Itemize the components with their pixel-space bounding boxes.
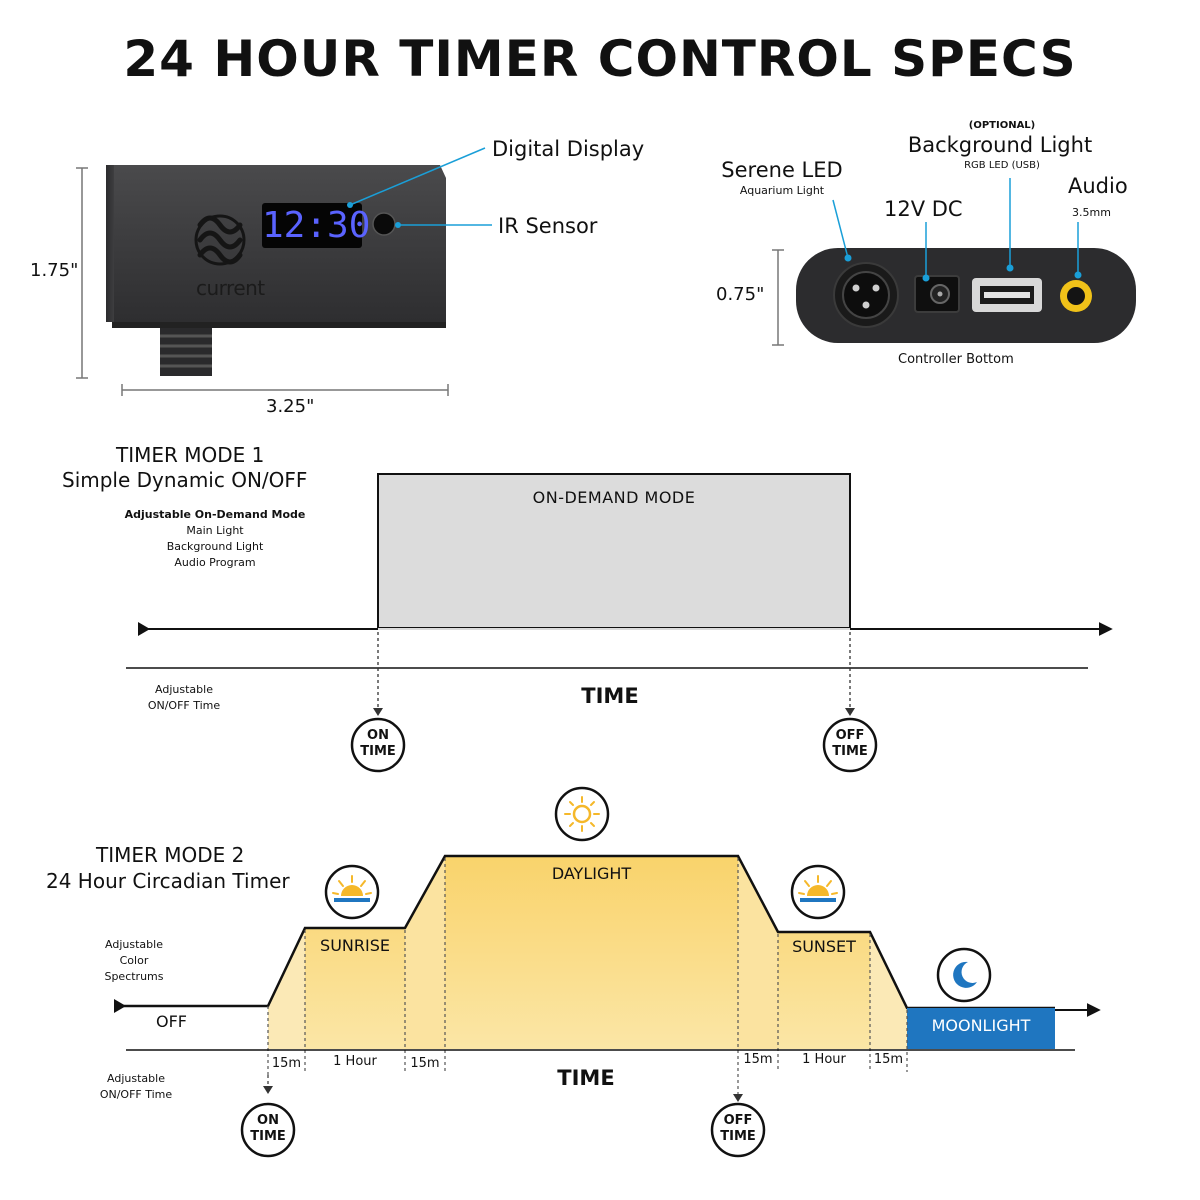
timer-device (76, 147, 492, 396)
mode2-off-time-marker (710, 1102, 766, 1158)
sunrise-label: SUNRISE (320, 936, 390, 955)
moon-icon (936, 947, 992, 1003)
mode2-on-time-text-2: TIME (250, 1129, 286, 1144)
mode2-off-time-text-2: TIME (720, 1129, 756, 1144)
controller-bottom (772, 178, 1136, 346)
off-state-label: OFF (156, 1012, 187, 1031)
segment-night-ramp: 15m (873, 1052, 904, 1067)
sunrise-icon (324, 864, 380, 920)
mode1-feature-1: Adjustable On-Demand Mode (124, 508, 306, 521)
ir-sensor-label: IR Sensor (498, 214, 598, 238)
mode2-on-time-marker (240, 1102, 296, 1158)
spectrum-label-2: Color (119, 954, 149, 967)
mode2-axis-label: TIME (557, 1066, 615, 1090)
background-light-label: Background Light (907, 133, 1093, 157)
mode2-title: TIMER MODE 2 (96, 843, 245, 867)
controller-bottom-caption: Controller Bottom (898, 352, 1014, 367)
mode1-subtitle: Simple Dynamic ON/OFF (62, 468, 308, 492)
on-demand-block (377, 473, 851, 629)
moonlight-label: MOONLIGHT (931, 1016, 1031, 1035)
timer-mode-2-chart (114, 786, 1101, 1158)
mode1-axis-label: TIME (581, 684, 639, 708)
timer-mode-1-chart (126, 473, 1113, 773)
mode2-off-time-text-1: OFF (723, 1113, 753, 1128)
off-time-marker (822, 717, 878, 773)
serene-led-label: Serene LED (721, 158, 843, 182)
moonlight-block (907, 1008, 1055, 1049)
background-light-sublabel: RGB LED (USB) (964, 160, 1040, 171)
on-time-marker (350, 717, 406, 773)
segment-day-ramp: 15m (410, 1056, 440, 1071)
page-title: 24 HOUR TIMER CONTROL SPECS (123, 30, 1077, 88)
digital-display-label: Digital Display (492, 137, 645, 161)
serene-led-sublabel: Aquarium Light (739, 184, 825, 197)
mode1-feature-4: Audio Program (174, 556, 256, 569)
mode2-on-time-text-1: ON (257, 1113, 279, 1128)
on-time-text-1: ON (367, 728, 389, 743)
device-height-label: 1.75" (30, 260, 79, 281)
display-callout-line (349, 147, 486, 206)
daylight-label: DAYLIGHT (551, 864, 632, 883)
sunset-icon (790, 864, 846, 920)
mode1-adjustable-1: Adjustable (155, 683, 213, 696)
brand-logo-text: current (196, 276, 265, 300)
device-width-label: 3.25" (266, 396, 315, 417)
audio-sublabel: 3.5mm (1072, 206, 1111, 219)
optional-label: (OPTIONAL) (968, 120, 1036, 131)
off-time-text-1: OFF (835, 728, 865, 743)
spectrum-label-1: Adjustable (105, 938, 163, 951)
mode1-feature-3: Background Light (166, 540, 264, 553)
current-logo-icon (194, 214, 246, 266)
dc-label: 12V DC (884, 197, 963, 221)
digital-display (262, 203, 362, 248)
mode2-adjustable-1: Adjustable (107, 1072, 165, 1085)
mode1-feature-2: Main Light (186, 524, 244, 537)
on-time-text-2: TIME (360, 744, 396, 759)
audio-label: Audio (1068, 174, 1128, 198)
segment-sunset-ramp: 15m (743, 1052, 773, 1067)
off-time-text-2: TIME (832, 744, 868, 759)
segment-sunrise-hold: 1 Hour (333, 1054, 377, 1069)
controller-height-label: 0.75" (716, 284, 765, 305)
display-readout: 12:30 (262, 205, 371, 246)
mode1-title: TIMER MODE 1 (116, 443, 265, 467)
ir-sensor (372, 212, 396, 236)
segment-sunrise-ramp: 15m (271, 1056, 302, 1071)
mode2-subtitle: 24 Hour Circadian Timer (46, 869, 290, 893)
mode2-adjustable-2: ON/OFF Time (99, 1088, 173, 1101)
mode1-adjustable-2: ON/OFF Time (147, 699, 221, 712)
sun-icon (554, 786, 610, 842)
spectrum-label-3: Spectrums (104, 970, 164, 983)
segment-sunset-hold: 1 Hour (802, 1052, 846, 1067)
sunset-label: SUNSET (792, 937, 856, 956)
on-demand-label: ON-DEMAND MODE (532, 488, 696, 507)
